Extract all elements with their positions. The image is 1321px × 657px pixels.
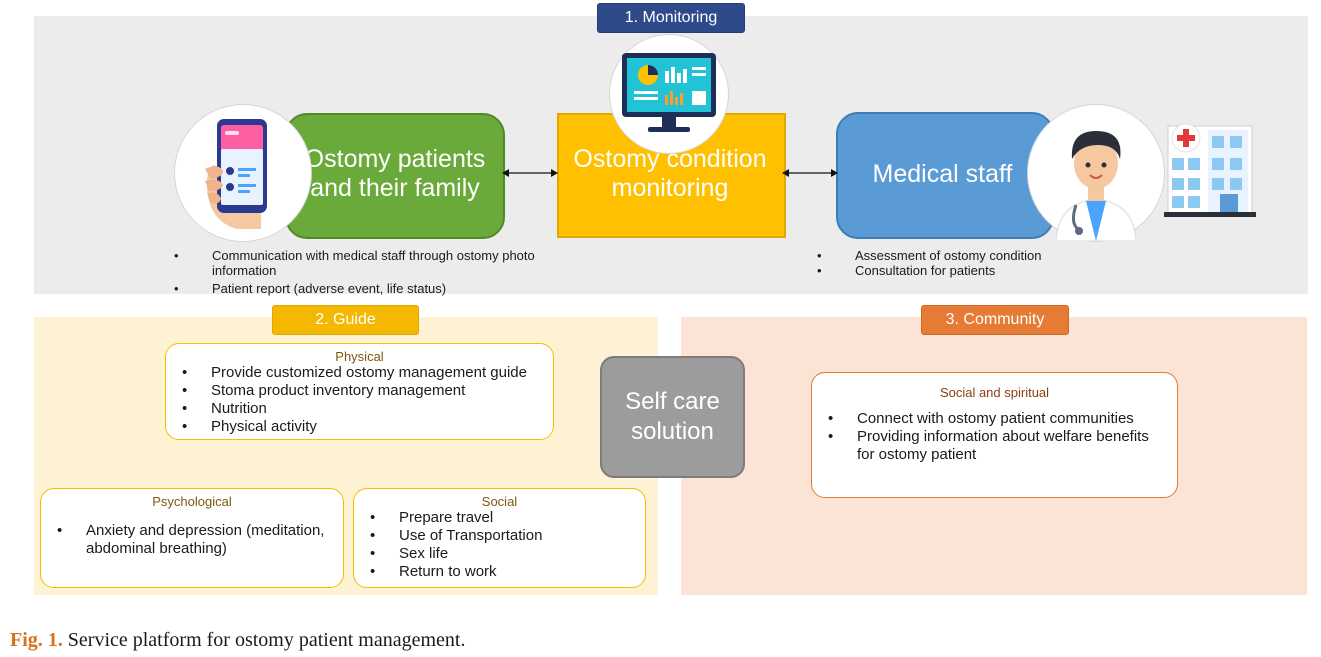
self-care-box: Self care solution	[600, 356, 745, 478]
list-item: Sex life	[354, 545, 645, 563]
social-spiritual-title: Social and spiritual	[939, 385, 1050, 400]
dashboard-monitor-icon	[622, 53, 716, 132]
social-list: Prepare travel Use of Transportation Sex…	[354, 509, 645, 581]
smartphone-hand-icon	[205, 119, 267, 229]
figure-label: Fig. 1.	[10, 629, 63, 651]
patient-bullets: Communication with medical staff through…	[174, 248, 584, 296]
social-spiritual-list: Connect with ostomy patient communities …	[812, 410, 1177, 464]
list-item: Prepare travel	[354, 509, 645, 527]
patients-label: Ostomy patients and their family	[304, 145, 486, 202]
physical-title: Physical	[335, 349, 384, 364]
list-item: Return to work	[354, 563, 645, 581]
list-item: Anxiety and depression (meditation, abdo…	[41, 522, 335, 558]
figure-caption-text: Service platform for ostomy patient mana…	[62, 629, 466, 651]
psychological-box: Psychological Anxiety and depression (me…	[40, 488, 344, 588]
list-item: Assessment of ostomy condition	[817, 248, 1117, 263]
physical-box: Physical Provide customized ostomy manag…	[165, 343, 554, 440]
social-title: Social	[481, 494, 518, 509]
guide-tag: 2. Guide	[272, 305, 419, 335]
list-item: Consultation for patients	[817, 263, 1117, 278]
double-arrow-icon	[502, 169, 558, 177]
staff-label: Medical staff	[872, 159, 1013, 188]
monitor-circle	[609, 34, 729, 154]
psychological-title: Psychological	[152, 494, 232, 509]
figure-caption: Fig. 1. Service platform for ostomy pati…	[10, 629, 465, 652]
list-item: Providing information about welfare bene…	[812, 428, 1165, 464]
staff-bullets: Assessment of ostomy condition Consultat…	[817, 248, 1117, 278]
psychological-list: Anxiety and depression (meditation, abdo…	[41, 522, 343, 558]
physical-list: Provide customized ostomy management gui…	[166, 364, 553, 436]
social-spiritual-box: Social and spiritual Connect with ostomy…	[811, 372, 1178, 498]
list-item: Communication with medical staff through…	[174, 248, 584, 278]
list-item: Nutrition	[166, 400, 553, 418]
monitoring-label: Ostomy condition monitoring	[573, 145, 767, 202]
list-item: Stoma product inventory management	[166, 382, 553, 400]
doctor-circle	[1027, 104, 1165, 242]
list-item: Use of Transportation	[354, 527, 645, 545]
list-item: Physical activity	[166, 418, 553, 436]
list-item: Patient report (adverse event, life stat…	[174, 281, 584, 296]
phone-circle	[174, 104, 312, 242]
list-item: Connect with ostomy patient communities	[812, 410, 1165, 428]
social-box: Social Prepare travel Use of Transportat…	[353, 488, 646, 588]
community-tag: 3. Community	[921, 305, 1069, 335]
monitoring-tag: 1. Monitoring	[597, 3, 745, 33]
list-item: Provide customized ostomy management gui…	[166, 364, 553, 382]
double-arrow-icon	[782, 169, 838, 177]
staff-box	[836, 112, 1054, 239]
patients-box	[285, 113, 505, 239]
hospital-building-icon	[1164, 123, 1256, 217]
doctor-icon	[1055, 131, 1137, 242]
